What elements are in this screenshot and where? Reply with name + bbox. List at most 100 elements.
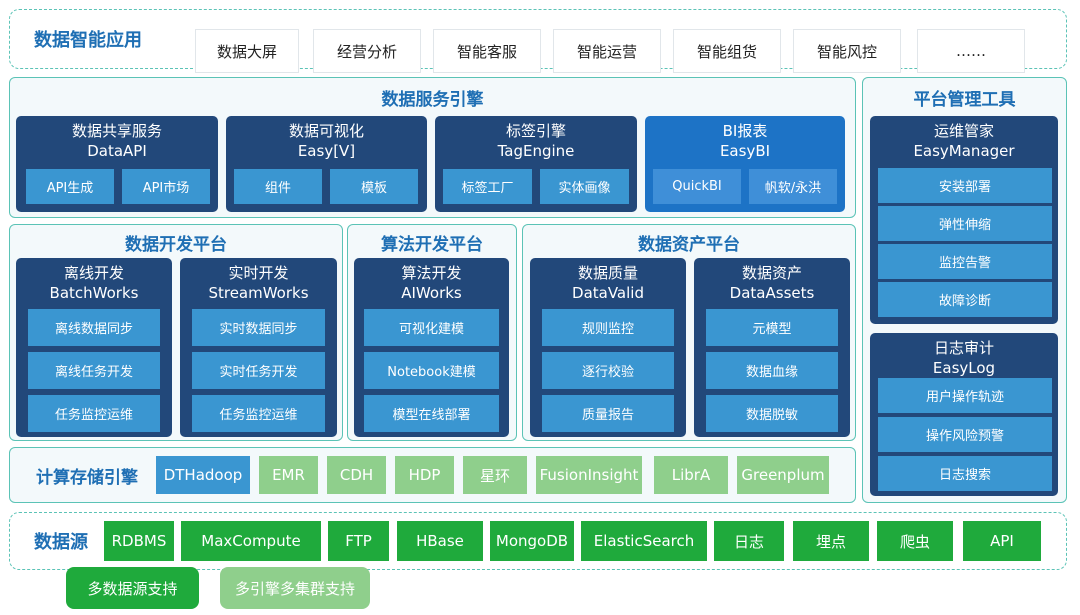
cell-fault-diagnosis[interactable]: 故障诊断 (878, 282, 1052, 317)
source-maxcompute[interactable]: MaxCompute (181, 521, 321, 561)
cell-data-masking[interactable]: 数据脱敏 (706, 395, 838, 432)
engine-cdh[interactable]: CDH (327, 456, 386, 494)
card-easymanager: 运维管家 EasyManager 安装部署 弹性伸缩 监控告警 故障诊断 (870, 116, 1058, 324)
source-hbase[interactable]: HBase (397, 521, 483, 561)
cell-quickbi[interactable]: QuickBI (653, 169, 741, 204)
card-aiworks-title: 算法开发 AIWorks (354, 263, 509, 303)
service-engine-title: 数据服务引擎 (381, 90, 484, 110)
card-easymanager-en: EasyManager (913, 142, 1015, 160)
cell-quality-report[interactable]: 质量报告 (542, 395, 674, 432)
card-easyv: 数据可视化 Easy[V] 组件 模板 (226, 116, 427, 212)
cell-offline-monitor[interactable]: 任务监控运维 (28, 395, 160, 432)
engine-emr[interactable]: EMR (259, 456, 318, 494)
card-batchworks: 离线开发 BatchWorks 离线数据同步 离线任务开发 任务监控运维 (16, 258, 172, 437)
card-batchworks-en: BatchWorks (49, 284, 139, 302)
cell-offline-task[interactable]: 离线任务开发 (28, 352, 160, 389)
card-easyv-en: Easy[V] (297, 142, 356, 160)
card-easylog-cn: 日志审计 (933, 339, 994, 357)
legend-multi-engine: 多引擎多集群支持 (220, 567, 370, 609)
card-streamworks: 实时开发 StreamWorks 实时数据同步 实时任务开发 任务监控运维 (180, 258, 337, 437)
card-easyv-title: 数据可视化 Easy[V] (226, 121, 427, 161)
cell-meta-model[interactable]: 元模型 (706, 309, 838, 346)
cell-risk-warning[interactable]: 操作风险预警 (878, 417, 1052, 452)
app-item-more[interactable]: …… (917, 29, 1025, 73)
cell-template[interactable]: 模板 (330, 169, 418, 204)
card-dataassets-en: DataAssets (729, 284, 815, 302)
cell-notebook-modeling[interactable]: Notebook建模 (364, 352, 499, 389)
cell-realtime-monitor[interactable]: 任务监控运维 (192, 395, 325, 432)
card-datavalid-en: DataValid (572, 284, 644, 302)
dev-platform-title: 数据开发平台 (125, 235, 227, 255)
app-item-customer-service[interactable]: 智能客服 (433, 29, 541, 73)
card-dataapi: 数据共享服务 DataAPI API生成 API市场 (16, 116, 218, 212)
source-mongodb[interactable]: MongoDB (490, 521, 574, 561)
cell-entity-portrait[interactable]: 实体画像 (540, 169, 629, 204)
card-easybi: BI报表 EasyBI QuickBI 帆软/永洪 (645, 116, 845, 212)
cell-user-trace[interactable]: 用户操作轨迹 (878, 378, 1052, 413)
app-layer-title: 数据智能应用 (34, 30, 142, 51)
card-dataapi-cn: 数据共享服务 (71, 122, 162, 140)
source-ftp[interactable]: FTP (328, 521, 389, 561)
card-tagengine: 标签引擎 TagEngine 标签工厂 实体画像 (435, 116, 637, 212)
cell-monitor-alert[interactable]: 监控告警 (878, 244, 1052, 279)
cell-rule-monitor[interactable]: 规则监控 (542, 309, 674, 346)
card-dataassets-cn: 数据资产 (741, 264, 802, 282)
cell-row-check[interactable]: 逐行校验 (542, 352, 674, 389)
cell-realtime-task[interactable]: 实时任务开发 (192, 352, 325, 389)
card-tagengine-en: TagEngine (497, 142, 575, 160)
cell-fanruan-yonghong[interactable]: 帆软/永洪 (749, 169, 837, 204)
source-elasticsearch[interactable]: ElasticSearch (581, 521, 707, 561)
source-rdbms[interactable]: RDBMS (104, 521, 174, 561)
source-api[interactable]: API (963, 521, 1041, 561)
cell-component[interactable]: 组件 (234, 169, 322, 204)
engine-hdp[interactable]: HDP (395, 456, 454, 494)
app-item-assortment[interactable]: 智能组货 (673, 29, 781, 73)
card-streamworks-cn: 实时开发 (228, 264, 289, 282)
data-source-title: 数据源 (34, 532, 88, 553)
card-aiworks-cn: 算法开发 (401, 264, 462, 282)
cell-offline-sync[interactable]: 离线数据同步 (28, 309, 160, 346)
card-aiworks: 算法开发 AIWorks 可视化建模 Notebook建模 模型在线部署 (354, 258, 509, 437)
app-item-biz-analysis[interactable]: 经营分析 (313, 29, 421, 73)
cell-tag-factory[interactable]: 标签工厂 (443, 169, 532, 204)
cell-data-lineage[interactable]: 数据血缘 (706, 352, 838, 389)
algo-platform-title: 算法开发平台 (381, 235, 483, 255)
card-easylog-en: EasyLog (932, 359, 996, 377)
mgmt-title: 平台管理工具 (913, 90, 1016, 110)
card-batchworks-cn: 离线开发 (63, 264, 124, 282)
card-batchworks-title: 离线开发 BatchWorks (16, 263, 172, 303)
card-easybi-title: BI报表 EasyBI (645, 121, 845, 161)
legend-multi-source: 多数据源支持 (66, 567, 199, 609)
card-easylog: 日志审计 EasyLog 用户操作轨迹 操作风险预警 日志搜索 (870, 333, 1058, 496)
cell-realtime-sync[interactable]: 实时数据同步 (192, 309, 325, 346)
card-streamworks-title: 实时开发 StreamWorks (180, 263, 337, 303)
engine-dthadoop[interactable]: DTHadoop (156, 456, 250, 494)
card-dataapi-title: 数据共享服务 DataAPI (16, 121, 218, 161)
cell-log-search[interactable]: 日志搜索 (878, 456, 1052, 491)
cell-install-deploy[interactable]: 安装部署 (878, 168, 1052, 203)
card-dataassets-title: 数据资产 DataAssets (694, 263, 850, 303)
engine-libra[interactable]: LibrA (654, 456, 728, 494)
app-item-risk-control[interactable]: 智能风控 (793, 29, 901, 73)
cell-elastic-scale[interactable]: 弹性伸缩 (878, 206, 1052, 241)
card-tagengine-title: 标签引擎 TagEngine (435, 121, 637, 161)
card-dataapi-en: DataAPI (87, 142, 147, 160)
card-dataassets: 数据资产 DataAssets 元模型 数据血缘 数据脱敏 (694, 258, 850, 437)
cell-api-market[interactable]: API市场 (122, 169, 210, 204)
engine-xinghuan[interactable]: 星环 (463, 456, 527, 494)
card-datavalid: 数据质量 DataValid 规则监控 逐行校验 质量报告 (530, 258, 686, 437)
cell-visual-modeling[interactable]: 可视化建模 (364, 309, 499, 346)
engine-fusioninsight[interactable]: FusionInsight (536, 456, 642, 494)
app-item-screen[interactable]: 数据大屏 (195, 29, 299, 73)
card-datavalid-title: 数据质量 DataValid (530, 263, 686, 303)
source-crawler[interactable]: 爬虫 (877, 521, 953, 561)
source-log[interactable]: 日志 (714, 521, 784, 561)
cell-model-deploy[interactable]: 模型在线部署 (364, 395, 499, 432)
app-layer: 数据智能应用 数据大屏 经营分析 智能客服 智能运营 智能组货 智能风控 …… (9, 9, 1067, 73)
card-easymanager-title: 运维管家 EasyManager (870, 121, 1058, 161)
app-item-operation[interactable]: 智能运营 (553, 29, 661, 73)
card-streamworks-en: StreamWorks (208, 284, 309, 302)
cell-api-generate[interactable]: API生成 (26, 169, 114, 204)
source-tracking[interactable]: 埋点 (793, 521, 869, 561)
engine-greenplum[interactable]: Greenplum (737, 456, 829, 494)
